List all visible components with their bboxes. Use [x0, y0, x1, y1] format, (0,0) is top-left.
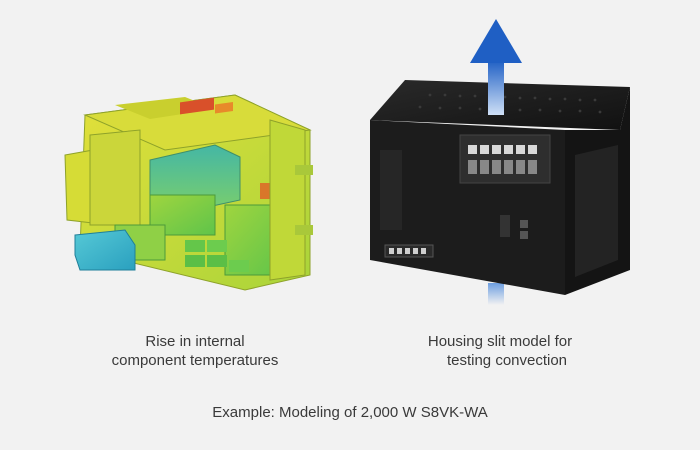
- bottom-caption: Example: Modeling of 2,000 W S8VK-WA: [212, 404, 488, 421]
- right-caption-line1: Housing slit model for: [427, 333, 573, 350]
- left-caption-line2: component temperatures: [111, 352, 279, 369]
- left-caption: Rise in internal component temperatures: [70, 332, 320, 370]
- thermal-simulation-image: [55, 75, 335, 305]
- left-caption-line1: Rise in internal: [145, 333, 245, 350]
- up-arrow-icon: [470, 19, 522, 63]
- right-caption: Housing slit model for testing convectio…: [370, 332, 630, 370]
- housing-model-image: [350, 15, 650, 305]
- right-caption-line2: testing convection: [446, 352, 568, 369]
